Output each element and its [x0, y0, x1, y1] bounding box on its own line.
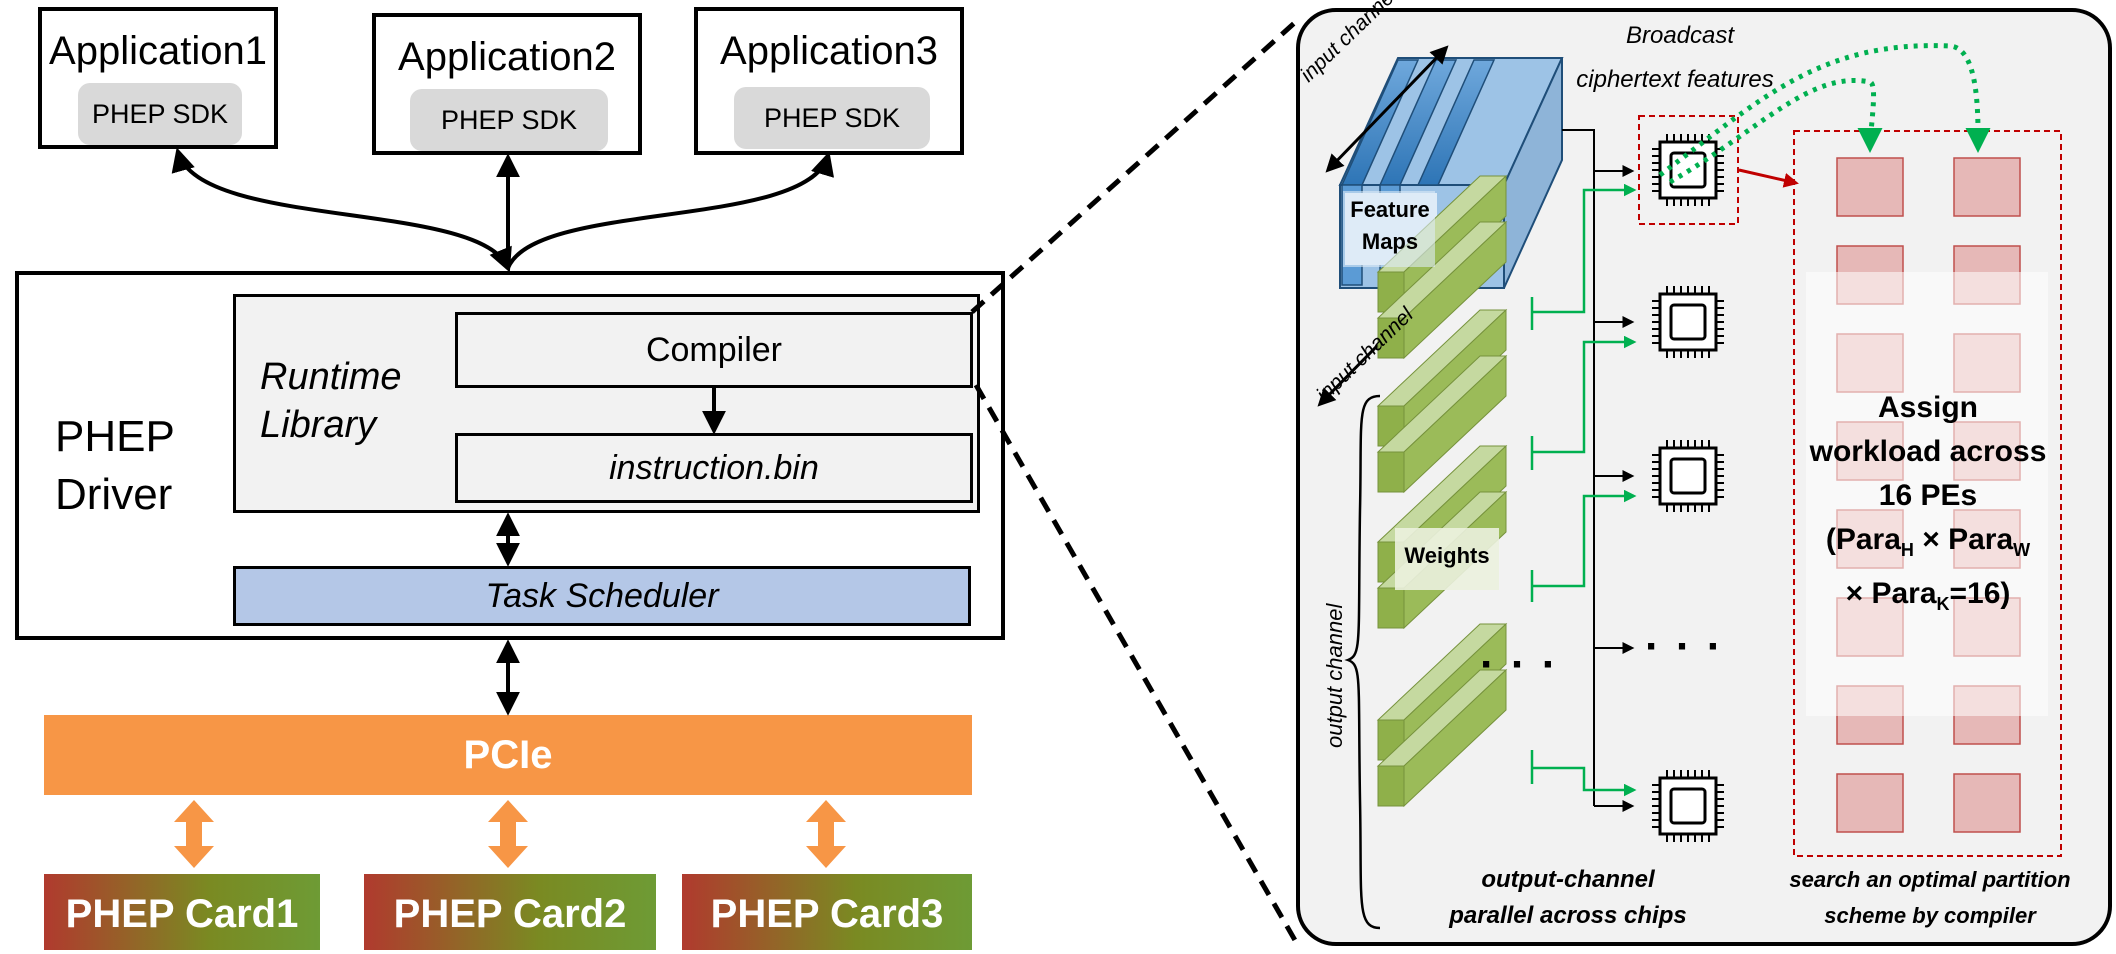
- chip-icon: [1652, 770, 1724, 842]
- runtime-label-line2: Library: [260, 404, 377, 446]
- phep-card2: PHEP Card2: [364, 874, 656, 950]
- application2-sdk: PHEP SDK: [410, 89, 608, 151]
- chip-icon: [1652, 286, 1724, 358]
- weight-bar: [1376, 354, 1508, 494]
- phep-card3: PHEP Card3: [682, 874, 972, 950]
- phep-driver-label: PHEP Driver: [55, 408, 175, 524]
- task-scheduler-box: Task Scheduler: [233, 566, 971, 626]
- weights-label: Weights: [1404, 543, 1490, 568]
- phep-card1-label: PHEP Card1: [65, 892, 299, 936]
- runtime-library-label: Runtime Library: [260, 353, 402, 449]
- pe-cell: [1836, 157, 1904, 217]
- pe-cell: [1953, 773, 2021, 833]
- app-to-driver-arrows: [171, 147, 834, 273]
- feature-maps-line1: Feature: [1350, 197, 1430, 222]
- task-scheduler-label: Task Scheduler: [485, 577, 719, 615]
- selected-chip-frame: [1638, 115, 1739, 225]
- instruction-bin-label: instruction.bin: [609, 449, 819, 487]
- caption-left: output-channel parallel across chips: [1418, 862, 1718, 934]
- application3-title: Application3: [720, 29, 938, 73]
- broadcast-label: Broadcast ciphertext features: [1570, 14, 1790, 102]
- application1-title: Application1: [49, 29, 267, 73]
- chip-icon: [1652, 440, 1724, 512]
- assign-line1: Assign: [1877, 391, 1979, 424]
- application1-sdk: PHEP SDK: [78, 83, 242, 145]
- output-channel-brace: [1344, 394, 1381, 930]
- formula-sub-w: W: [2013, 540, 2031, 560]
- weight-bar: [1376, 668, 1508, 808]
- compiler-box: Compiler: [455, 312, 973, 388]
- application1-box: Application1 PHEP SDK: [38, 7, 278, 149]
- assign-overlay: [1806, 272, 2048, 716]
- feature-maps-overlay: [1343, 191, 1435, 267]
- input-channel-arrow-top: [1325, 45, 1449, 173]
- caption-right: search an optimal partition scheme by co…: [1760, 862, 2100, 934]
- assign-line3: 16 PEs: [1878, 479, 1978, 512]
- application3-sdk: PHEP SDK: [734, 87, 930, 149]
- chip-icons: [1652, 134, 1724, 842]
- weights-ellipsis: · · ·: [1480, 640, 1559, 689]
- pe-cell: [1836, 773, 1904, 833]
- formula-times-2: ×: [1845, 577, 1864, 610]
- caption-right-line1: search an optimal partition: [1789, 867, 2071, 892]
- assign-formula-line2: × ParaK=16): [1790, 572, 2066, 626]
- pcie-bus: PCIe: [44, 715, 972, 795]
- chip-to-pe-arrow: [1738, 168, 1799, 188]
- broadcast-arrows: [1658, 43, 1991, 185]
- weight-bar: [1376, 220, 1508, 360]
- formula-para-w: Para: [1948, 523, 2014, 556]
- broadcast-line2: ciphertext features: [1576, 66, 1774, 93]
- phep-card1: PHEP Card1: [44, 874, 320, 950]
- phep-driver-label-line2: Driver: [55, 470, 173, 519]
- feature-to-chip-lines: [1562, 129, 1635, 812]
- phep-card3-label: PHEP Card3: [710, 892, 944, 936]
- pe-array-frame: [1793, 130, 2062, 857]
- assign-text: Assign workload across 16 PEs (ParaH × P…: [1790, 386, 2066, 626]
- pcie-card-arrows: [174, 800, 846, 868]
- assign-formula-line1: (ParaH × ParaW: [1790, 518, 2066, 572]
- zoom-lines: [970, 16, 1302, 944]
- application2-box: Application2 PHEP SDK: [372, 13, 642, 155]
- weights-label-bg: [1395, 528, 1499, 590]
- pe-cell: [1953, 157, 2021, 217]
- caption-left-line2: parallel across chips: [1449, 902, 1687, 929]
- formula-paren-open: (: [1825, 523, 1836, 556]
- caption-left-line1: output-channel: [1481, 866, 1655, 893]
- pcie-label: PCIe: [463, 733, 553, 777]
- formula-sub-h: H: [1900, 540, 1914, 560]
- output-channel-label: output channel: [1322, 603, 1347, 748]
- phep-driver-label-line1: PHEP: [55, 412, 175, 461]
- weight-to-chip-lines: [1530, 183, 1637, 797]
- formula-para-h: Para: [1835, 523, 1901, 556]
- formula-times-1: ×: [1922, 523, 1940, 556]
- formula-tail: =16): [1949, 577, 2011, 610]
- feature-maps-line2: Maps: [1361, 229, 1419, 254]
- weight-bars: [1376, 174, 1508, 808]
- chips-ellipsis: · · ·: [1645, 622, 1724, 671]
- broadcast-line1: Broadcast: [1625, 22, 1735, 49]
- compiler-label: Compiler: [645, 331, 783, 369]
- runtime-label-line1: Runtime: [260, 356, 402, 398]
- phep-card2-label: PHEP Card2: [393, 892, 627, 936]
- formula-para-k: Para: [1871, 577, 1937, 610]
- feature-maps-label: Feature Maps: [1345, 194, 1435, 258]
- formula-sub-k: K: [1936, 594, 1950, 614]
- application2-title: Application2: [398, 35, 616, 79]
- assign-line2: workload across: [1809, 435, 2047, 468]
- caption-right-line2: scheme by compiler: [1824, 903, 2036, 928]
